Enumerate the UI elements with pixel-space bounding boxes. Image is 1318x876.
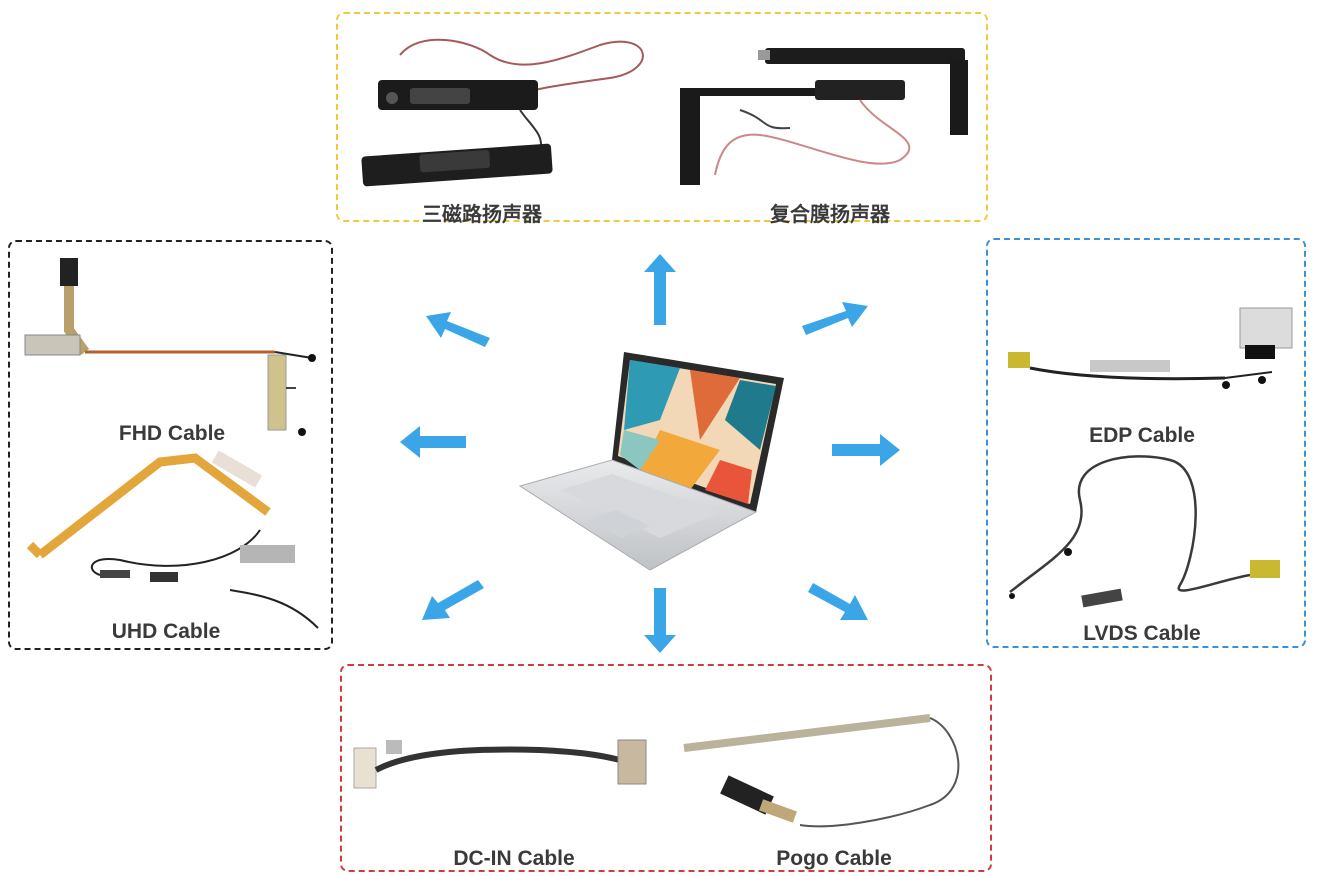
- label-uhd-cable: UHD Cable: [111, 620, 221, 643]
- label-edp-cable: EDP Cable: [1089, 424, 1195, 447]
- edp-lvds-cable-group: [986, 238, 1306, 648]
- label-speaker-triple-magnet: 三磁路扬声器: [422, 202, 542, 226]
- arrow-icon-right: [832, 434, 900, 466]
- label-fhd-cable: FHD Cable: [118, 422, 226, 445]
- label-pogo-cable: Pogo Cable: [776, 847, 892, 870]
- edp-cable-image: [1008, 307, 1293, 389]
- arrow-icon-left: [400, 426, 466, 458]
- uhd-cable-image: [26, 450, 319, 629]
- arrow-icon-down-left: [422, 580, 484, 620]
- arrow-icons: [400, 254, 900, 653]
- label-dcin-cable: DC-IN Cable: [453, 847, 575, 870]
- dcin-pogo-cable-group: [340, 664, 992, 872]
- arrow-icon-down-right: [808, 583, 868, 620]
- fhd-uhd-cable-group: [8, 240, 333, 650]
- arrow-icon-down: [644, 588, 676, 653]
- label-speaker-composite-film: 复合膜扬声器: [770, 202, 890, 226]
- speaker-group: [336, 12, 988, 222]
- fhd-cable-image: [24, 258, 316, 436]
- arrow-icon-up: [644, 254, 676, 325]
- label-lvds-cable: LVDS Cable: [1083, 622, 1201, 645]
- arrow-icon-up-right: [802, 302, 868, 335]
- laptop-icon: [512, 330, 794, 576]
- arrow-icon-up-left: [426, 312, 490, 347]
- speaker-triple-magnet-image: [361, 38, 644, 187]
- speaker-composite-film-image: [680, 48, 968, 185]
- pogo-cable-image: [683, 714, 960, 828]
- lvds-cable-image: [1009, 455, 1280, 608]
- dcin-cable-image: [353, 739, 647, 789]
